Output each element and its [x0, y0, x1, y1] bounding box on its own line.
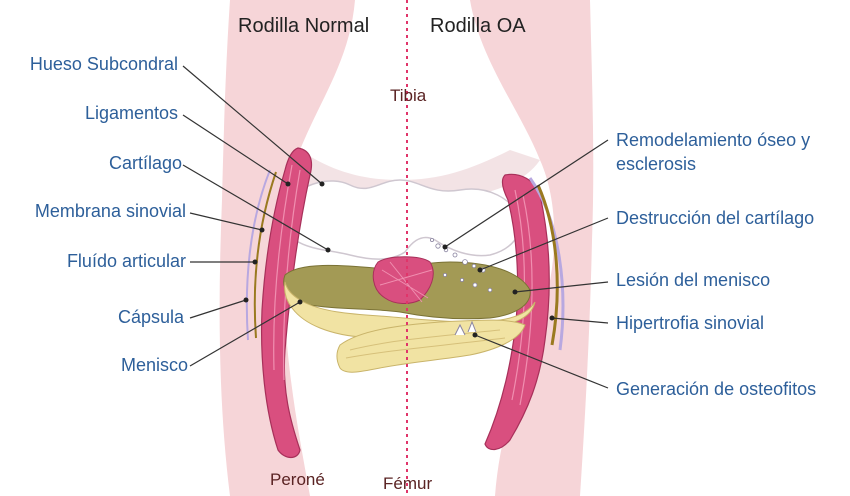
tibia-bone [285, 180, 521, 259]
perone-label: Peroné [270, 470, 325, 490]
label-hueso-subcondral: Hueso Subcondral [30, 54, 178, 76]
label-capsula: Cápsula [118, 307, 184, 329]
label-fluido-articular: Fluído articular [67, 251, 186, 273]
heading-oa-knee: Rodilla OA [430, 14, 526, 38]
label-remodelamiento-oseo: Remodelamiento óseo y [616, 130, 810, 152]
label-menisco: Menisco [121, 355, 188, 377]
label-hipertrofia-sinovial: Hipertrofia sinovial [616, 313, 764, 335]
heading-normal-knee: Rodilla Normal [238, 14, 369, 38]
label-esclerosis: esclerosis [616, 154, 696, 176]
label-ligamentos: Ligamentos [85, 103, 178, 125]
label-membrana-sinovial: Membrana sinovial [35, 201, 186, 223]
label-cartilago: Cartílago [109, 153, 182, 175]
tibia-label: Tibia [390, 86, 426, 106]
label-generacion-osteofitos: Generación de osteofitos [616, 379, 816, 401]
femur-label: Fémur [383, 474, 432, 494]
label-lesion-menisco: Lesión del menisco [616, 270, 770, 292]
label-destruccion-cartilago: Destrucción del cartílago [616, 208, 814, 230]
